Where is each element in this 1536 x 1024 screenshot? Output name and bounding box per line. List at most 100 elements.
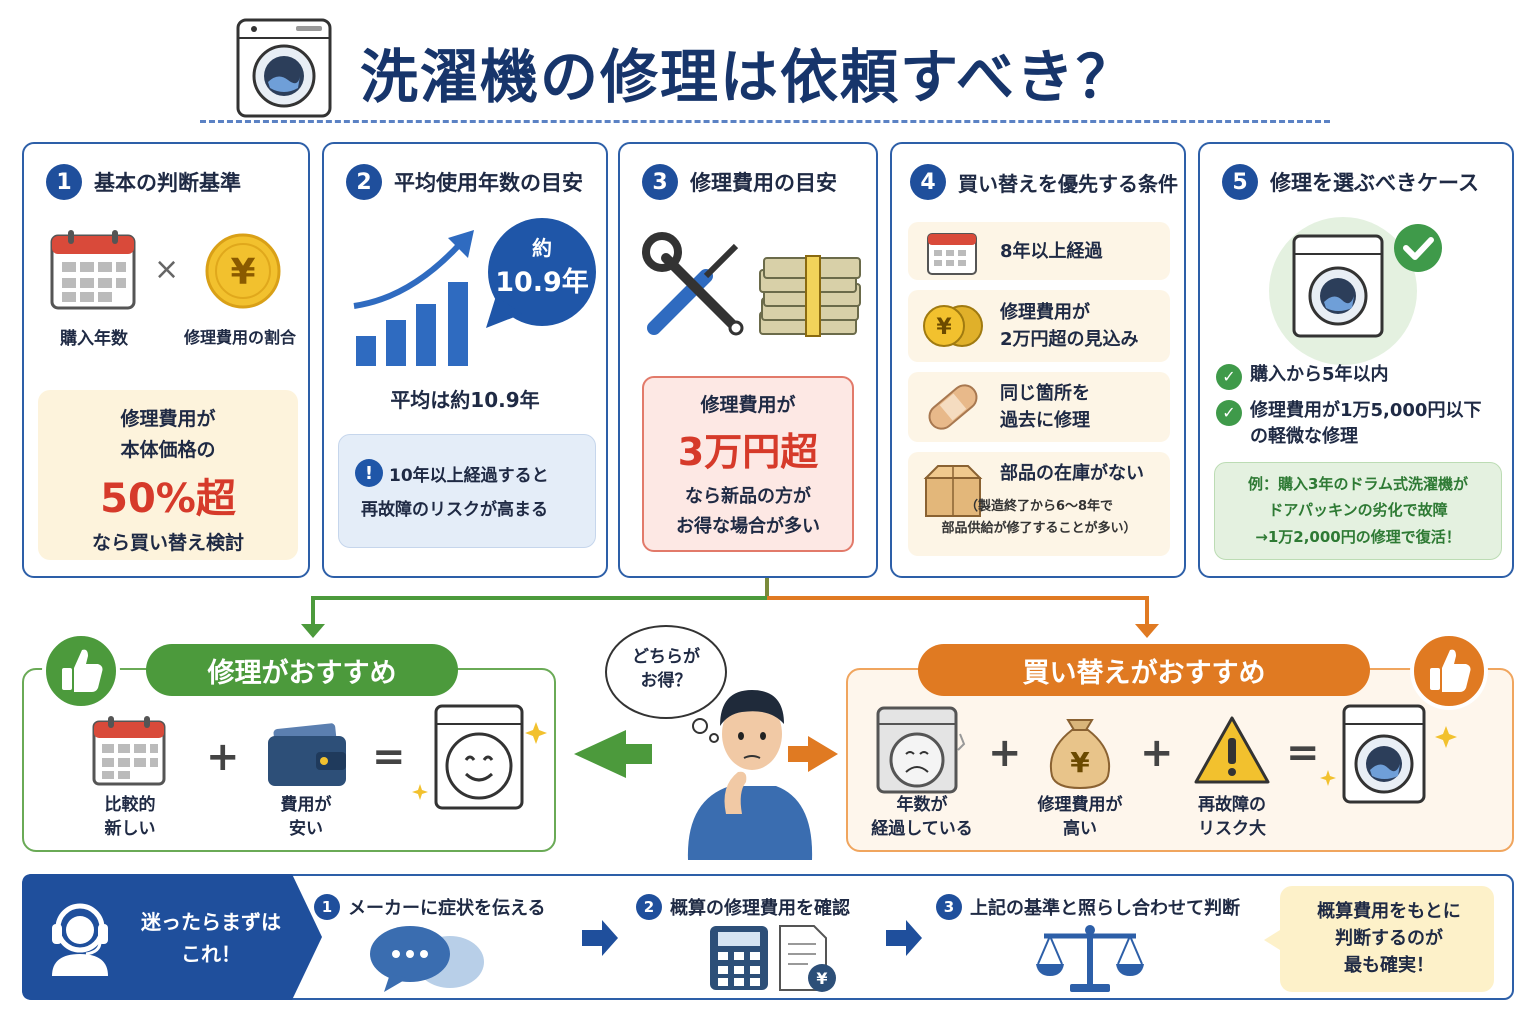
- svg-text:¥: ¥: [230, 252, 255, 293]
- thumbs-up-icon: [1410, 632, 1488, 710]
- replace-factor-risk: 再故障のリスク大: [1172, 794, 1292, 842]
- replace-factor-age: 年数が経過している: [862, 794, 982, 842]
- thought-bubble-text: どちらがお得？: [606, 646, 726, 694]
- condition-line: 同じ箇所を: [1000, 383, 1090, 404]
- factor-text: 修理費用が: [1037, 795, 1123, 815]
- wrench-screwdriver-icon: [642, 232, 744, 336]
- tip-line: 判断するのが: [1335, 928, 1443, 949]
- condition-note-line: 部品供給が修了することが多い）: [941, 521, 1137, 537]
- factor-text: 高い: [1063, 818, 1097, 839]
- cost-threshold-box: 修理費用が 3万円超 なら新品の方が お得な場合が多い: [642, 376, 854, 552]
- equals-sign: =: [1286, 730, 1320, 776]
- step-item: 3 上記の基準と照らし合わせて判断: [936, 894, 1240, 920]
- svg-text:¥: ¥: [1070, 746, 1090, 779]
- factor-text: 新しい: [104, 818, 156, 839]
- repair-recommended-label: 修理がおすすめ: [146, 644, 458, 696]
- risk-note-box: ! 10年以上経過すると 再故障のリスクが高まる: [338, 434, 596, 548]
- condition-text: 8年以上経過: [1000, 240, 1103, 262]
- risk-note-text: 10年以上経過すると: [389, 466, 549, 486]
- check-text-group: 修理費用が1万5,000円以下の軽微な修理: [1250, 398, 1481, 450]
- cardboard-box-icon: [923, 465, 983, 517]
- panel-repair-cost: 3 修理費用の目安 修理費用が 3万円超 なら新品の方が お得な場合が多い: [618, 142, 878, 578]
- cost-highlight: 3万円超: [677, 430, 819, 474]
- cost-text: お得な場合が多い: [676, 516, 820, 537]
- calendar-icon: [927, 233, 977, 275]
- plus-sign: +: [206, 734, 240, 780]
- panel-header: 1 基本の判断基準: [46, 164, 241, 200]
- warning-icon: [1194, 716, 1270, 784]
- new-washing-machine-icon: [1320, 704, 1457, 804]
- tip-line: 最も確実！: [1344, 955, 1434, 976]
- step-number-badge: 3: [642, 164, 678, 200]
- average-caption: 平均は約10.9年: [390, 388, 540, 412]
- page-title: 洗濯機の修理は依頼すべき？: [360, 43, 1136, 111]
- panel-title: 基本の判断基準: [94, 171, 241, 195]
- calendar-icon: [92, 716, 166, 786]
- condition-line: 2万円超の見込み: [1000, 329, 1139, 350]
- criteria-box: 修理費用が 本体価格の 50%超 なら買い替え検討: [38, 390, 298, 560]
- check-item: ✓購入から5年以内: [1216, 362, 1389, 390]
- criteria-text: 本体価格の: [120, 439, 216, 461]
- happy-washing-machine-icon: [412, 704, 547, 810]
- factor-text: 安い: [289, 818, 323, 839]
- step-number-badge: 1: [314, 894, 340, 920]
- lead-text: 迷ったらまずはこれ！: [136, 906, 286, 970]
- condition-item: 8年以上経過: [908, 222, 1170, 280]
- header: 洗濯機の修理は依頼すべき？: [0, 0, 1536, 130]
- factor-text: 経過している: [871, 818, 973, 839]
- panel-header: 5 修理を選ぶべきケース: [1222, 164, 1479, 200]
- step-number-badge: 4: [910, 164, 946, 200]
- example-text: ドアパッキンの劣化で故障: [1268, 501, 1448, 520]
- bandage-icon: [928, 384, 978, 430]
- example-box: 例：購入3年のドラム式洗濯機が ドアパッキンの劣化で故障 →1万2,000円の修…: [1214, 462, 1502, 560]
- tip-text: 概算費用をもとに判断するのが最も確実！: [1284, 898, 1494, 979]
- multiply-sign: ×: [154, 252, 180, 287]
- condition-item: 部品の在庫がない （製造終了から6〜8年で部品供給が修了することが多い）: [908, 452, 1170, 556]
- thought-text: お得？: [640, 670, 692, 691]
- factor-text: 比較的: [104, 795, 156, 815]
- tip-bubble-shape: [1264, 886, 1494, 992]
- condition-item: 同じ箇所を過去に修理: [908, 372, 1170, 442]
- step-number-badge: 1: [46, 164, 82, 200]
- example-text: 例：購入3年のドラム式洗濯機が: [1248, 475, 1468, 493]
- branch-connector: [301, 578, 1159, 638]
- factor-text: 費用が: [280, 795, 332, 815]
- invoice-icon: ¥: [779, 925, 836, 992]
- scales-icon: [1036, 925, 1144, 992]
- panel-title: 修理費用の目安: [690, 171, 837, 195]
- lead-line: 迷ったらまずは: [141, 910, 281, 934]
- replace-recommended-label: 買い替えがおすすめ: [918, 644, 1370, 696]
- step-item: 2 概算の修理費用を確認: [636, 894, 850, 920]
- step-number-badge: 2: [636, 894, 662, 920]
- step-label: 上記の基準と照らし合わせて判断: [970, 898, 1240, 919]
- factor-text: 年数が: [896, 795, 948, 815]
- panel-title: 買い替えを優先する条件: [958, 171, 1178, 196]
- condition-line: 過去に修理: [1000, 410, 1090, 431]
- cash-stack-icon: [759, 255, 861, 337]
- factor-text: 再故障の: [1198, 795, 1266, 815]
- lead-line: これ！: [181, 942, 241, 966]
- step-label: メーカーに症状を伝える: [348, 898, 546, 919]
- svg-text:¥: ¥: [816, 969, 827, 988]
- check-text: 購入から5年以内: [1250, 364, 1389, 385]
- criteria-text: 修理費用が: [120, 408, 216, 430]
- calendar-icon: [50, 230, 136, 310]
- check-item: ✓修理費用が1万5,000円以下の軽微な修理: [1216, 398, 1481, 450]
- condition-note-line: （製造終了から6〜8年で: [964, 499, 1114, 514]
- lead-banner: [22, 874, 322, 1000]
- step-item: 1 メーカーに症状を伝える: [314, 894, 545, 920]
- step-number-badge: 5: [1222, 164, 1258, 200]
- thinking-person-illustration: [574, 625, 838, 860]
- washing-machine-icon: [236, 18, 332, 118]
- step-number-badge: 3: [936, 894, 962, 920]
- thought-text: どちらが: [632, 647, 700, 667]
- replace-factor-cost: 修理費用が高い: [1020, 794, 1140, 842]
- bubble-years: 10.9年: [495, 267, 589, 298]
- label-repair-cost-ratio: 修理費用の割合: [183, 328, 296, 347]
- first-steps-panel: 迷ったらまずはこれ！ 1 メーカーに症状を伝える 2 概算の修理費用を確認 ¥ …: [22, 874, 1514, 1000]
- panel-header: 2 平均使用年数の目安: [346, 164, 583, 200]
- condition-text: 同じ箇所を過去に修理: [1000, 380, 1090, 434]
- example-text: →1万2,000円の修理で復活！: [1255, 527, 1461, 546]
- arrow-right-icon: [582, 920, 618, 956]
